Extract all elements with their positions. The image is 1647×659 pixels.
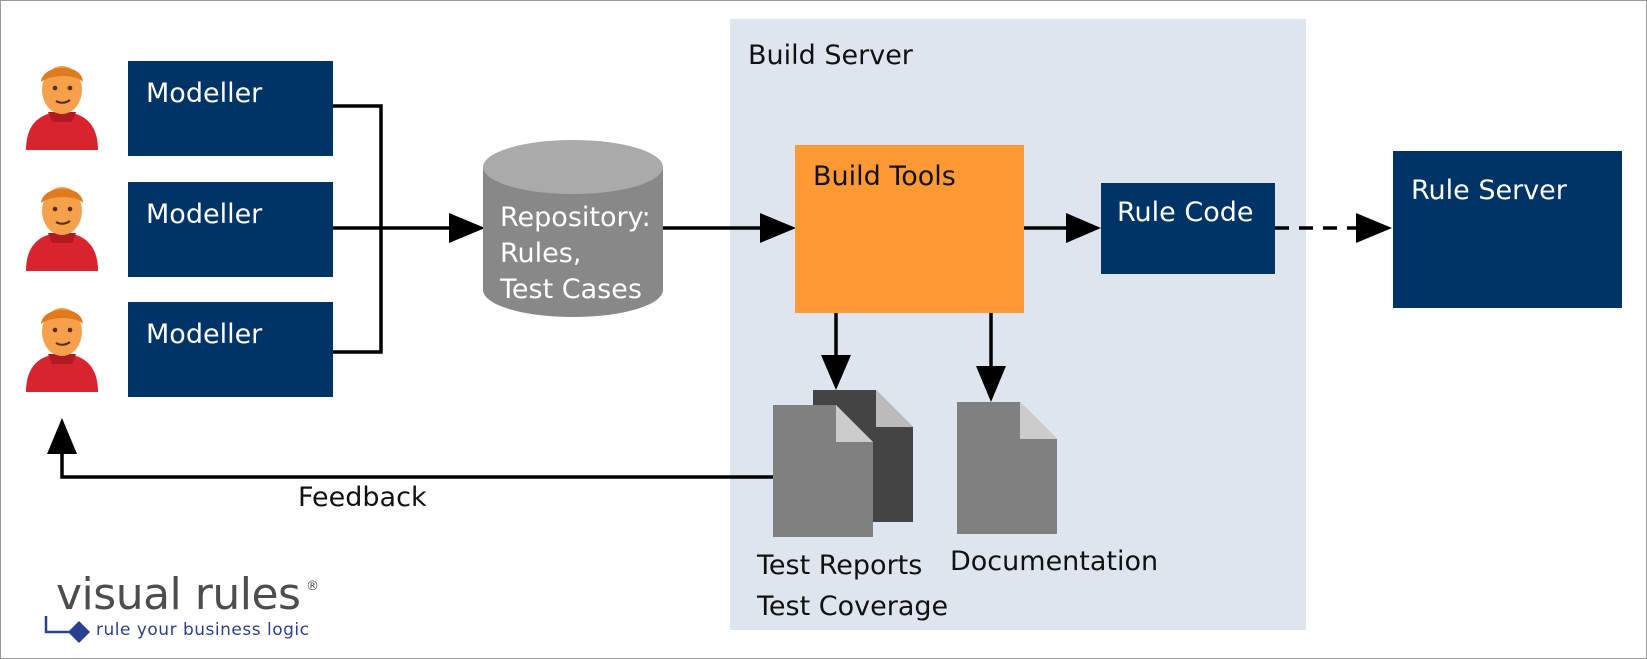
document-icon xyxy=(957,402,1057,534)
arrow-icon xyxy=(449,213,485,243)
build-server-area xyxy=(730,19,1306,630)
modeller-box xyxy=(128,302,333,397)
arrow-icon xyxy=(976,366,1006,402)
arrow-icon xyxy=(821,355,851,390)
modeller-connector xyxy=(333,104,470,354)
rule-server-label: Rule Server xyxy=(1411,175,1567,206)
modeller-box xyxy=(128,182,333,277)
logo-tagline: rule your business logic xyxy=(96,620,310,640)
rule-code-box xyxy=(1101,183,1275,274)
database-icon xyxy=(483,140,663,317)
arrow-icon xyxy=(47,418,77,454)
arrow-icon xyxy=(760,213,796,243)
arrow-icon xyxy=(1066,213,1101,243)
modeller-label: Modeller xyxy=(146,78,263,109)
person-icon xyxy=(26,308,98,392)
documentation-label: Documentation xyxy=(950,546,1159,577)
modeller-label: Modeller xyxy=(146,319,263,350)
feedback-connector xyxy=(60,445,773,479)
logo-mark xyxy=(44,616,90,643)
feedback-label: Feedback xyxy=(298,482,427,513)
logo-registered-mark: ® xyxy=(306,579,319,594)
build-tools-label: Build Tools xyxy=(813,161,956,192)
person-icon xyxy=(26,66,98,150)
logo-wordmark: visual rules xyxy=(56,569,301,620)
modeller-box xyxy=(128,61,333,156)
arrow-icon xyxy=(1356,213,1392,243)
person-icon xyxy=(26,187,98,271)
build-tools-box xyxy=(795,145,1024,313)
document-stack-icon xyxy=(773,390,913,537)
rule-code-label: Rule Code xyxy=(1117,197,1254,228)
build-server-title: Build Server xyxy=(748,40,913,71)
rule-server-box xyxy=(1393,151,1622,308)
test-reports-label: Test Reports Test Coverage xyxy=(757,550,949,622)
modeller-label: Modeller xyxy=(146,199,263,230)
repository-label: Repository: Rules, Test Cases xyxy=(500,202,651,305)
